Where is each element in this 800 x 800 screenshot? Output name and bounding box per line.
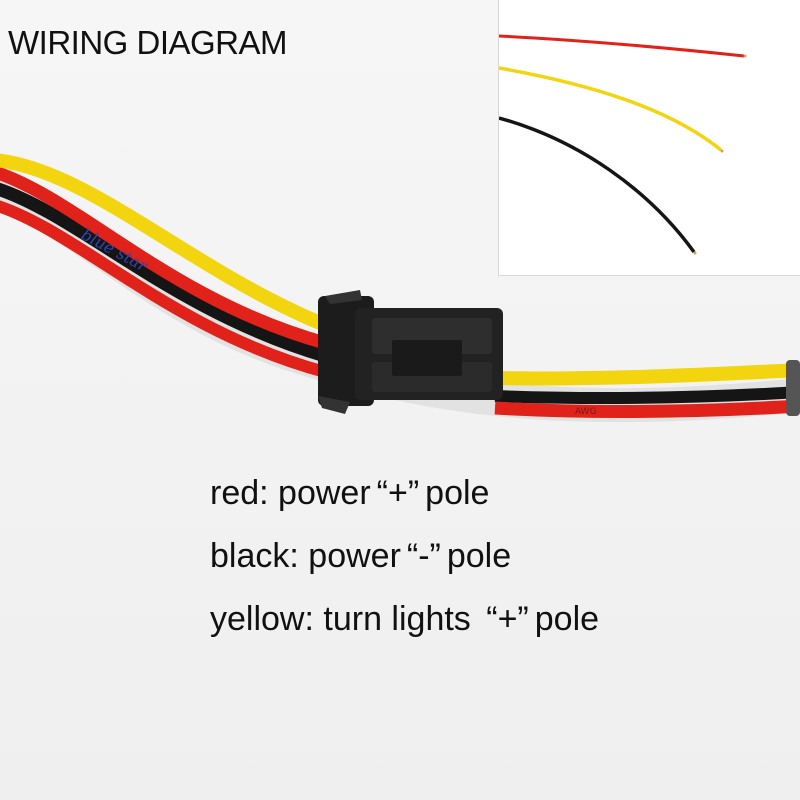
yellow-wire-right xyxy=(494,363,800,386)
legend-line-yellow: yellow: turn lights “+”pole xyxy=(210,588,599,651)
wire-ends-drawing xyxy=(499,34,747,255)
legend-sep: : xyxy=(259,474,269,512)
legend-function: power xyxy=(278,474,371,512)
black-wire-end xyxy=(499,116,696,254)
cable-gauge-print: AWG xyxy=(575,407,597,417)
legend-color: yellow xyxy=(210,600,305,638)
red-wire-left xyxy=(0,166,327,350)
red-wire-left-lower xyxy=(0,200,327,378)
red-wire-right xyxy=(494,399,800,419)
wire-legend: red: power“+”pole black: power“-”pole ye… xyxy=(210,462,599,651)
legend-line-black: black: power“-”pole xyxy=(210,525,599,588)
legend-line-red: red: power“+”pole xyxy=(210,462,599,525)
black-wire-right xyxy=(494,386,800,405)
connector xyxy=(318,290,503,414)
cable-sleeve xyxy=(786,360,800,416)
red-wire-end xyxy=(499,34,745,58)
legend-color: black xyxy=(210,537,290,575)
legend-suffix: pole xyxy=(446,537,512,575)
legend-suffix: pole xyxy=(534,600,600,638)
legend-suffix: pole xyxy=(425,474,490,512)
legend-polarity-mark: “+” xyxy=(376,474,420,512)
legend-polarity-mark: “-” xyxy=(406,537,441,575)
legend-function: power xyxy=(308,537,401,575)
legend-color: red xyxy=(210,474,260,512)
black-wire-left xyxy=(0,182,327,363)
page-title: WIRING DIAGRAM xyxy=(8,24,288,61)
legend-polarity-mark: “+” xyxy=(486,600,529,638)
legend-sep: : xyxy=(304,600,314,638)
yellow-wire-left xyxy=(0,153,328,332)
legend-sep: : xyxy=(289,537,299,575)
wire-ends-inset xyxy=(498,0,800,276)
yellow-wire-end xyxy=(499,66,723,152)
legend-function: turn lights xyxy=(323,600,471,638)
